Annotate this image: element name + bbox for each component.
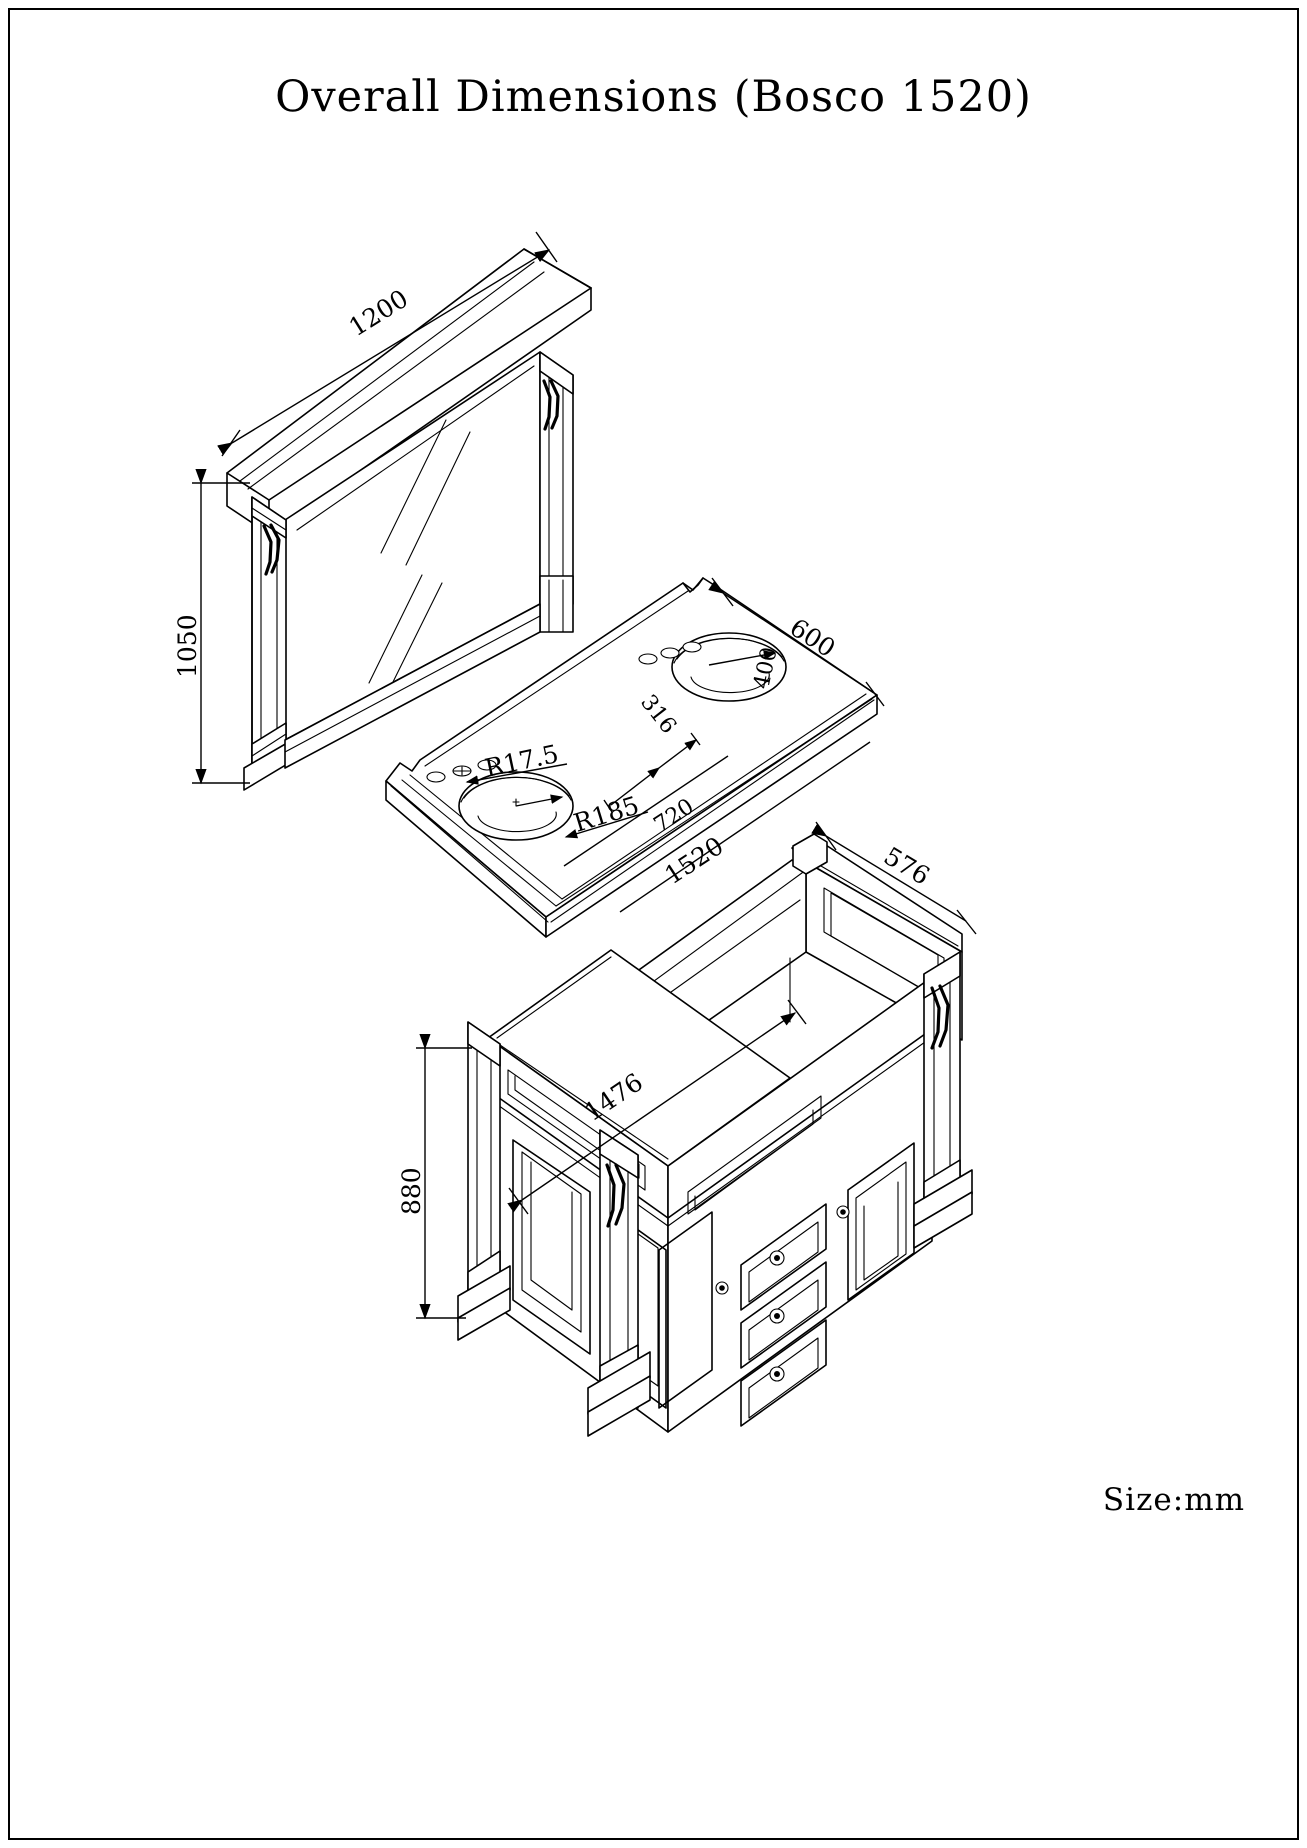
cabinet-right-panel	[658, 976, 933, 1433]
dim-label-1050: 1050	[173, 614, 202, 678]
drawing-border	[8, 8, 1299, 1840]
mirror-right-pilaster	[539, 351, 574, 633]
dimension-cabinet-height: 880	[397, 1034, 472, 1320]
drawer-knobs	[769, 1250, 785, 1382]
basin-left-radius-line	[515, 794, 564, 807]
page-title: Overall Dimensions (Bosco 1520)	[275, 72, 1032, 122]
mirror-view: 1200 1050	[173, 231, 592, 791]
countertop-tap-holes-right	[638, 641, 702, 665]
mirror-bottom-rail	[284, 603, 541, 769]
cabinet-view: 576 1476 880	[397, 821, 977, 1437]
dim-label-576: 576	[879, 841, 935, 890]
countertop-tap-holes-left	[426, 759, 497, 783]
dim-label-880: 880	[397, 1167, 426, 1215]
units-note: Size:mm	[1102, 1482, 1245, 1518]
dimension-mirror-height: 1050	[173, 469, 250, 785]
cabinet-left-leg	[457, 1021, 511, 1341]
countertop-view: 600 316 R17.5 R185	[385, 577, 885, 938]
mirror-left-pilaster	[243, 496, 295, 791]
dim-label-1200: 1200	[344, 284, 413, 342]
cabinet-right-leg	[913, 951, 973, 1249]
countertop-right-edge	[545, 694, 878, 938]
